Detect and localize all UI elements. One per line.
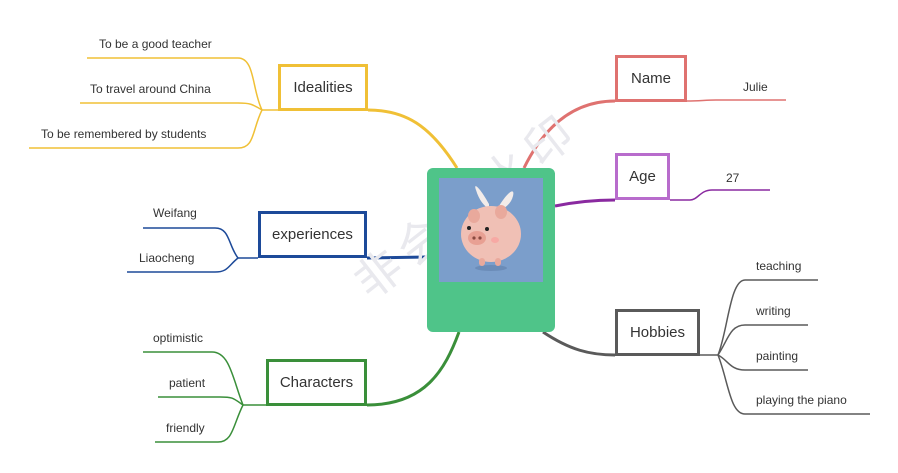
topic-characters-label: Characters	[279, 374, 354, 391]
leaf-ideality-remembered[interactable]: To be remembered by students	[41, 127, 207, 141]
leaf-experience-weifang[interactable]: Weifang	[153, 206, 197, 220]
topic-hobbies[interactable]: Hobbies	[615, 309, 700, 356]
topic-experiences[interactable]: experiences	[258, 211, 367, 258]
leaf-ideality-teacher[interactable]: To be a good teacher	[99, 37, 212, 51]
flying-pig-image	[439, 178, 543, 282]
leaf-ideality-travel[interactable]: To travel around China	[90, 82, 211, 96]
leaf-character-friendly[interactable]: friendly	[166, 421, 205, 435]
leaf-hobby-writing[interactable]: writing	[756, 304, 791, 318]
leaf-experience-liaocheng[interactable]: Liaocheng	[139, 251, 195, 265]
leaf-name-julie[interactable]: Julie	[743, 80, 768, 94]
leaf-character-patient[interactable]: patient	[169, 376, 206, 390]
leaf-hobby-teaching[interactable]: teaching	[756, 259, 802, 273]
topic-age-label: Age	[629, 168, 656, 185]
center-topic-card[interactable]	[427, 168, 555, 332]
topic-hobbies-label: Hobbies	[629, 324, 686, 341]
topic-characters[interactable]: Characters	[266, 359, 367, 406]
leaf-hobby-painting[interactable]: painting	[756, 349, 799, 363]
leaf-hobby-piano[interactable]: playing the piano	[756, 393, 847, 407]
topic-name[interactable]: Name	[615, 55, 687, 102]
flying-pig-icon	[439, 178, 543, 282]
topic-name-label: Name	[630, 70, 671, 87]
topic-age[interactable]: Age	[615, 153, 670, 200]
topic-idealities-label: Idealities	[293, 79, 353, 96]
leaf-age-27[interactable]: 27	[726, 171, 740, 185]
topic-idealities[interactable]: Idealities	[278, 64, 368, 111]
leaf-character-optimistic[interactable]: optimistic	[153, 331, 204, 345]
topic-experiences-label: experiences	[272, 226, 353, 243]
